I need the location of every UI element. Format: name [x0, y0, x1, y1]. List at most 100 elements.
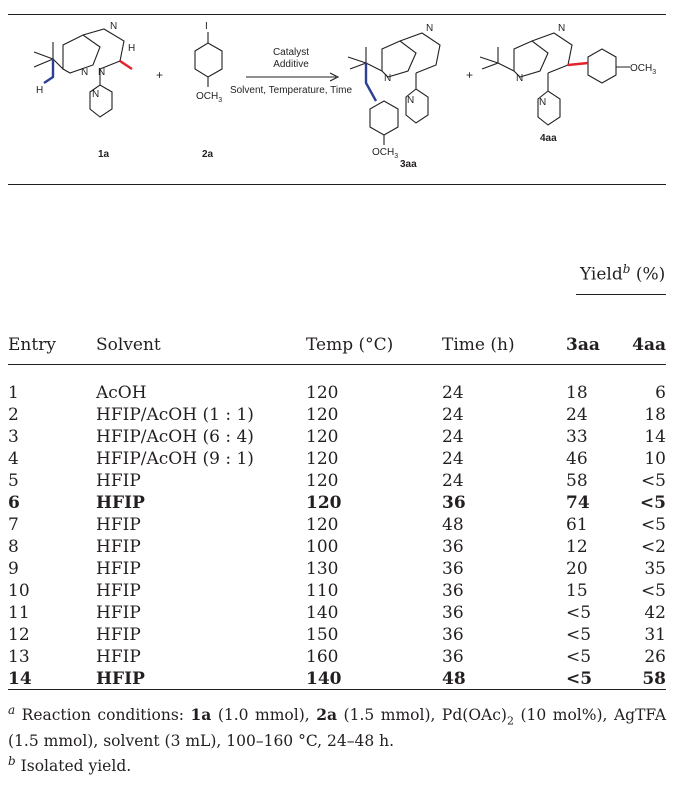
cell-entry: 14	[8, 669, 32, 689]
cell-entry: 11	[8, 603, 30, 623]
cell-solvent: HFIP	[96, 625, 141, 645]
cell-solvent: HFIP	[96, 537, 141, 557]
1a-h-label: H	[128, 43, 135, 54]
3aa-blue-bond	[364, 63, 378, 102]
cell-y3aa: 58	[566, 471, 588, 491]
4aa-pyridine-n-label: N	[539, 97, 546, 108]
1a-pyrazole-ring	[33, 34, 101, 74]
cell-entry: 4	[8, 449, 19, 469]
1a-pyridine-n-label: N	[92, 89, 99, 100]
1a-red-ch-bond	[119, 60, 133, 70]
cell-solvent: HFIP/AcOH (1 : 1)	[96, 405, 254, 425]
header-entry: Entry	[8, 335, 56, 355]
compound-label-1a: 1a	[98, 149, 110, 160]
arrow-conditions: Solvent, Temperature, Time	[230, 85, 353, 96]
cell-y3aa: 15	[566, 581, 588, 601]
cell-y4aa: 18	[644, 405, 666, 425]
cell-entry: 13	[8, 647, 30, 667]
cell-solvent: HFIP/AcOH (6 : 4)	[96, 427, 254, 447]
1a-n-label: N	[81, 67, 88, 78]
cell-y4aa: 6	[655, 383, 666, 403]
cell-y4aa: <5	[640, 515, 666, 535]
scheme-bottom-rule	[8, 184, 666, 186]
cell-time: 24	[442, 449, 464, 469]
cell-time: 48	[442, 669, 466, 689]
cell-time: 36	[442, 625, 464, 645]
cell-temp: 130	[306, 559, 339, 579]
2a-ring	[194, 32, 223, 87]
footnote-b: b Isolated yield.	[8, 754, 132, 776]
cell-temp: 140	[306, 603, 339, 623]
1a-pyridine-ring	[89, 69, 113, 118]
cell-solvent: HFIP/AcOH (9 : 1)	[96, 449, 254, 469]
3aa-pyrimidine-ring	[399, 32, 441, 74]
3aa-och3-label: OCH3	[372, 147, 398, 160]
header-4aa: 4aa	[632, 335, 666, 355]
cell-y3aa: 46	[566, 449, 588, 469]
cell-time: 24	[442, 427, 464, 447]
arrow-head	[329, 72, 340, 82]
cell-time: 36	[442, 559, 464, 579]
header-bottom-rule	[8, 364, 666, 366]
cell-temp: 140	[306, 669, 342, 689]
cell-y4aa: 35	[644, 559, 666, 579]
cell-entry: 8	[8, 537, 19, 557]
cell-time: 36	[442, 581, 464, 601]
cell-entry: 6	[8, 493, 20, 513]
cell-temp: 160	[306, 647, 339, 667]
cell-time: 24	[442, 383, 464, 403]
cell-solvent: HFIP	[96, 581, 141, 601]
cell-y4aa: 42	[644, 603, 666, 623]
cell-entry: 5	[8, 471, 19, 491]
4aa-anisyl-ring	[587, 48, 630, 84]
4aa-och3-label: OCH3	[630, 63, 656, 76]
2a-i-label: I	[205, 21, 208, 32]
cell-temp: 120	[306, 427, 339, 447]
header-time: Time (h)	[442, 335, 515, 355]
cell-y3aa: <5	[566, 647, 592, 667]
3aa-pyridine-n-label: N	[407, 95, 414, 106]
cell-y3aa: 18	[566, 383, 588, 403]
optimization-table: Entry Solvent Temp (°C) Time (h) 3aa 4aa…	[8, 322, 666, 690]
1a-n-label-2: N	[98, 67, 105, 78]
cell-temp: 120	[306, 493, 342, 513]
header-solvent: Solvent	[96, 335, 161, 355]
cell-entry: 12	[8, 625, 30, 645]
cell-temp: 110	[306, 581, 339, 601]
cell-solvent: HFIP	[96, 603, 141, 623]
compound-label-2a: 2a	[202, 149, 214, 160]
cell-time: 36	[442, 603, 464, 623]
cell-y4aa: 58	[642, 669, 666, 689]
3aa-pyrazole-ring	[347, 40, 417, 78]
cell-temp: 120	[306, 383, 339, 403]
cell-entry: 3	[8, 427, 19, 447]
cell-temp: 120	[306, 405, 339, 425]
4aa-pyrimidine-ring	[531, 32, 573, 74]
cell-temp: 120	[306, 449, 339, 469]
1a-n-label-3: N	[110, 21, 117, 32]
cell-time: 36	[442, 537, 464, 557]
cell-y3aa: <5	[566, 625, 592, 645]
arrow-catalyst: Catalyst	[273, 47, 309, 58]
4aa-red-bond	[567, 61, 589, 67]
cell-time: 36	[442, 647, 464, 667]
cell-temp: 120	[306, 471, 339, 491]
cell-time: 48	[442, 515, 464, 535]
cell-entry: 1	[8, 383, 19, 403]
cell-y3aa: 33	[566, 427, 588, 447]
yield-header: Yieldb (%)	[580, 262, 666, 285]
cell-entry: 9	[8, 559, 19, 579]
compound-label-4aa: 4aa	[540, 133, 557, 144]
cell-y4aa: 31	[644, 625, 666, 645]
cell-y4aa: <5	[640, 471, 666, 491]
